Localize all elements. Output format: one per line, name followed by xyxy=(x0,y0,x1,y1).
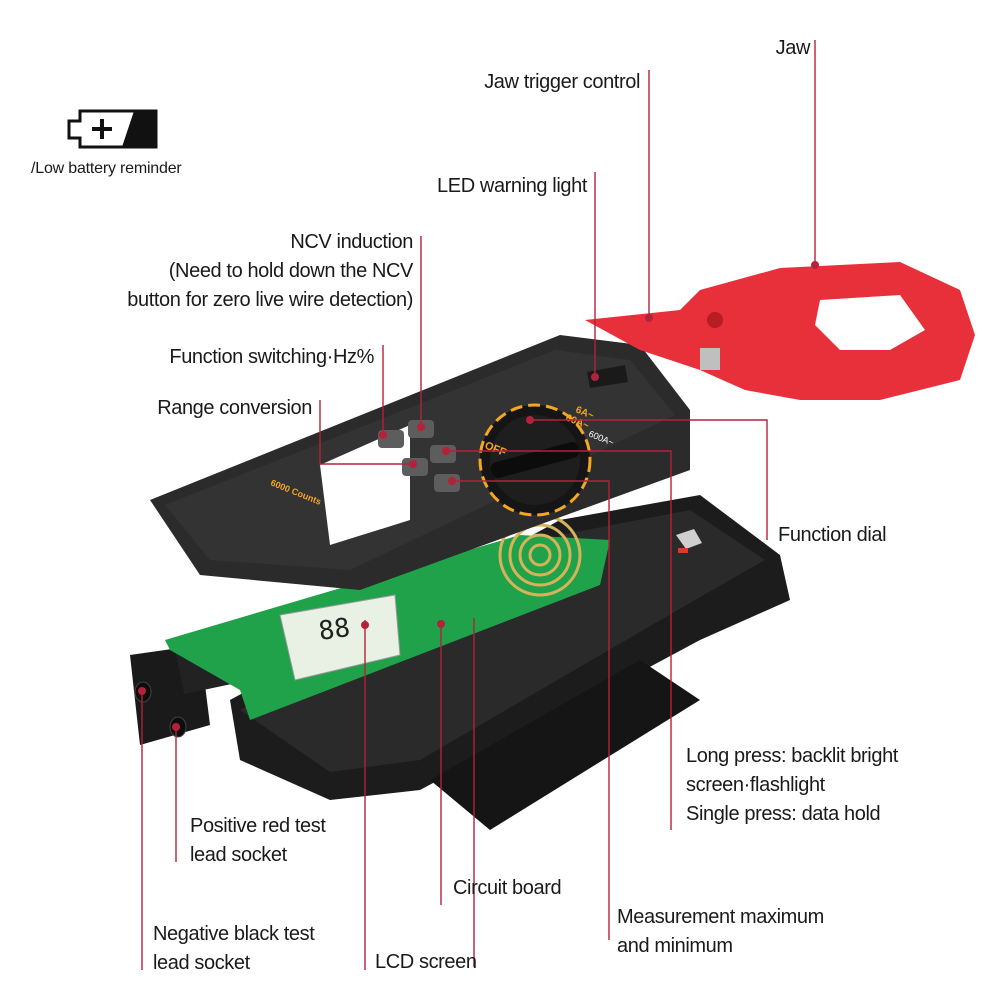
callout-range-conversion: Range conversion xyxy=(157,397,312,419)
low-battery-caption: /Low battery reminder xyxy=(31,160,182,177)
callout-backlight: Long press: backlit bright screen·flashl… xyxy=(686,745,898,825)
circuit-board: 88 xyxy=(165,513,610,720)
callout-function-switching: Function switching·Hz% xyxy=(169,346,374,368)
callout-max-min: Measurement maximum and minimum xyxy=(617,906,824,957)
callout-jaw-trigger: Jaw trigger control xyxy=(484,71,640,93)
callout-positive-socket: Positive red test lead socket xyxy=(190,815,326,866)
callout-ncv: NCV induction (Need to hold down the NCV… xyxy=(127,231,413,311)
callout-circuit-board: Circuit board xyxy=(453,877,562,899)
low-battery-icon xyxy=(67,109,158,149)
callout-led-warning: LED warning light xyxy=(437,175,587,197)
callout-function-dial: Function dial xyxy=(778,524,887,546)
svg-text:88: 88 xyxy=(317,613,352,647)
bottom-case xyxy=(230,495,790,830)
meter-body: ANENG ST191 6000 Counts OFF 6A~ 60A~ 600… xyxy=(150,335,690,590)
jaw xyxy=(585,262,975,400)
callout-lcd-screen: LCD screen xyxy=(375,951,477,973)
callout-lines xyxy=(141,40,816,970)
callout-negative-socket: Negative black test lead socket xyxy=(153,923,315,974)
callout-jaw: Jaw xyxy=(775,37,811,59)
callout-dots xyxy=(138,261,819,731)
